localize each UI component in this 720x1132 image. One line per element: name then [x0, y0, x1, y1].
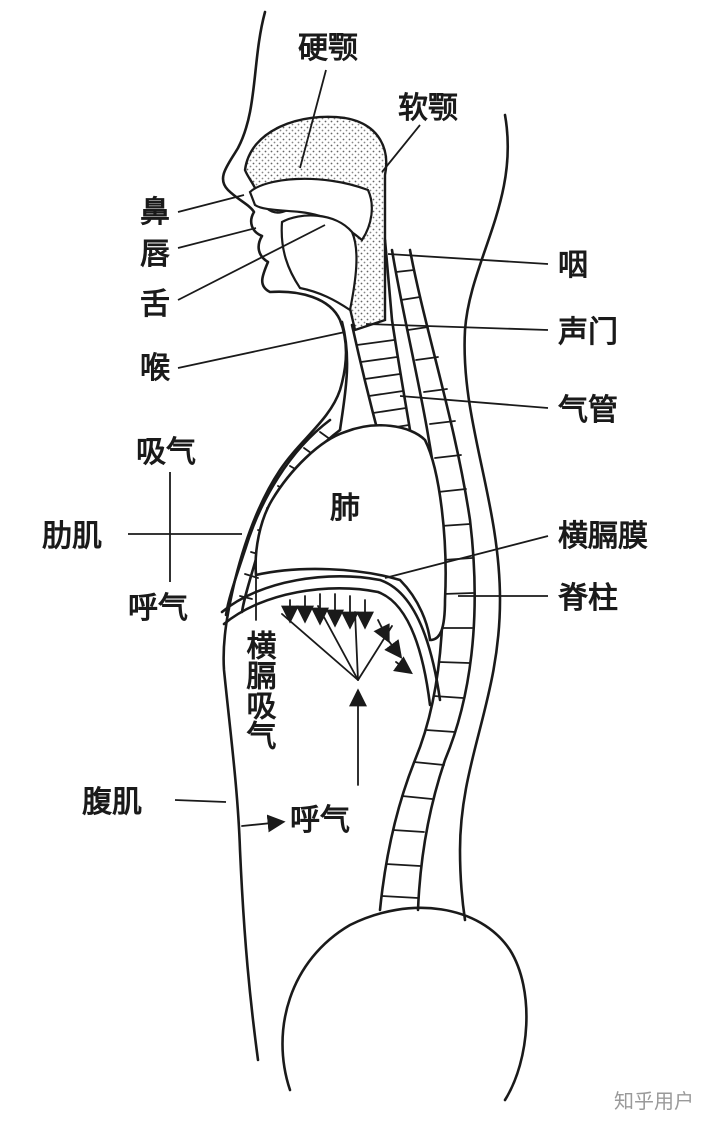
diaphragm-upper: [220, 575, 442, 702]
vertebrae: [381, 269, 474, 899]
label-larynx: 喉: [140, 351, 171, 386]
leader-lines: [128, 69, 549, 803]
label-hard-palate: 硬颚: [298, 31, 358, 66]
spine-back: [408, 248, 476, 912]
label-exhale-left: 呼气: [128, 591, 188, 626]
label-spine: 脊柱: [557, 581, 618, 616]
tongue-shape: [280, 214, 358, 312]
label-pharynx: 咽: [558, 248, 588, 283]
label-nose: 鼻: [140, 195, 170, 230]
label-abdominal: 腹肌: [82, 785, 142, 820]
rib-band-outer: [224, 418, 332, 617]
label-lung: 肺: [330, 491, 360, 526]
label-tongue: 舌: [140, 287, 170, 322]
label-intercostal: 肋肌: [42, 519, 102, 554]
watermark: 知乎用户: [614, 1089, 694, 1113]
label-soft-palate: 软颚: [398, 91, 458, 126]
lung-shape: [254, 424, 447, 642]
diaphragm-lower: [222, 586, 432, 707]
exhale-fan: [281, 605, 393, 681]
label-diaphragm-inhale: 横膈吸气: [241, 630, 277, 750]
label-diaphragm: 横膈膜: [558, 519, 648, 554]
label-exhale-bottom: 呼气: [290, 803, 350, 838]
back-outline: [458, 113, 510, 922]
inhale-arrows: [281, 593, 413, 675]
pelvis-oval: [281, 906, 528, 1102]
label-glottis: 声门: [558, 315, 618, 350]
neck-front: [338, 320, 349, 432]
label-inhale: 吸气: [136, 435, 196, 470]
label-lips: 唇: [140, 237, 170, 272]
abdominal-arrow: [241, 814, 286, 833]
label-trachea: 气管: [558, 393, 618, 428]
